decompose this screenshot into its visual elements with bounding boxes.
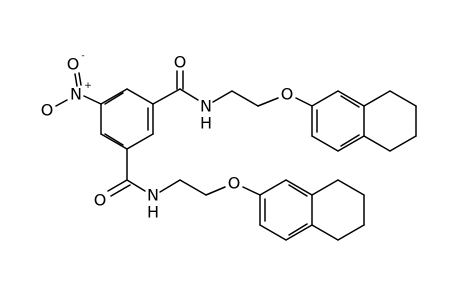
tetrahydronaphthalene-bottom-aromatic	[259, 179, 313, 241]
atom-n-amide-bottom: N	[147, 186, 159, 205]
atom-o-carbonyl-top: O	[174, 53, 187, 72]
tetrahydronaphthalene-bottom-saturated	[311, 179, 365, 241]
atom-o-nitro-left: O	[41, 101, 54, 120]
atom-o-nitro-top: O	[67, 55, 80, 74]
charge-n-nitro: +	[84, 81, 92, 91]
atom-o-ether-bottom: O	[228, 174, 241, 193]
tetrahydronaphthalene-top-saturated	[363, 90, 417, 152]
atom-o-carbonyl-bottom: O	[94, 191, 107, 210]
atom-n-nitro: N	[70, 85, 82, 104]
amide-top: O N H O	[152, 53, 313, 133]
amide-bottom: O N H O	[94, 148, 261, 222]
nitro-group: N + O - O	[41, 51, 102, 120]
atom-h-amide-top: H	[200, 114, 212, 133]
atom-n-amide-top: N	[200, 97, 212, 116]
charge-o-nitro-top: -	[81, 51, 84, 61]
atom-o-ether-top: O	[281, 85, 294, 104]
atom-h-amide-bottom: H	[147, 203, 159, 222]
tetrahydronaphthalene-top-aromatic	[311, 90, 365, 152]
central-benzene-ring	[100, 88, 154, 150]
